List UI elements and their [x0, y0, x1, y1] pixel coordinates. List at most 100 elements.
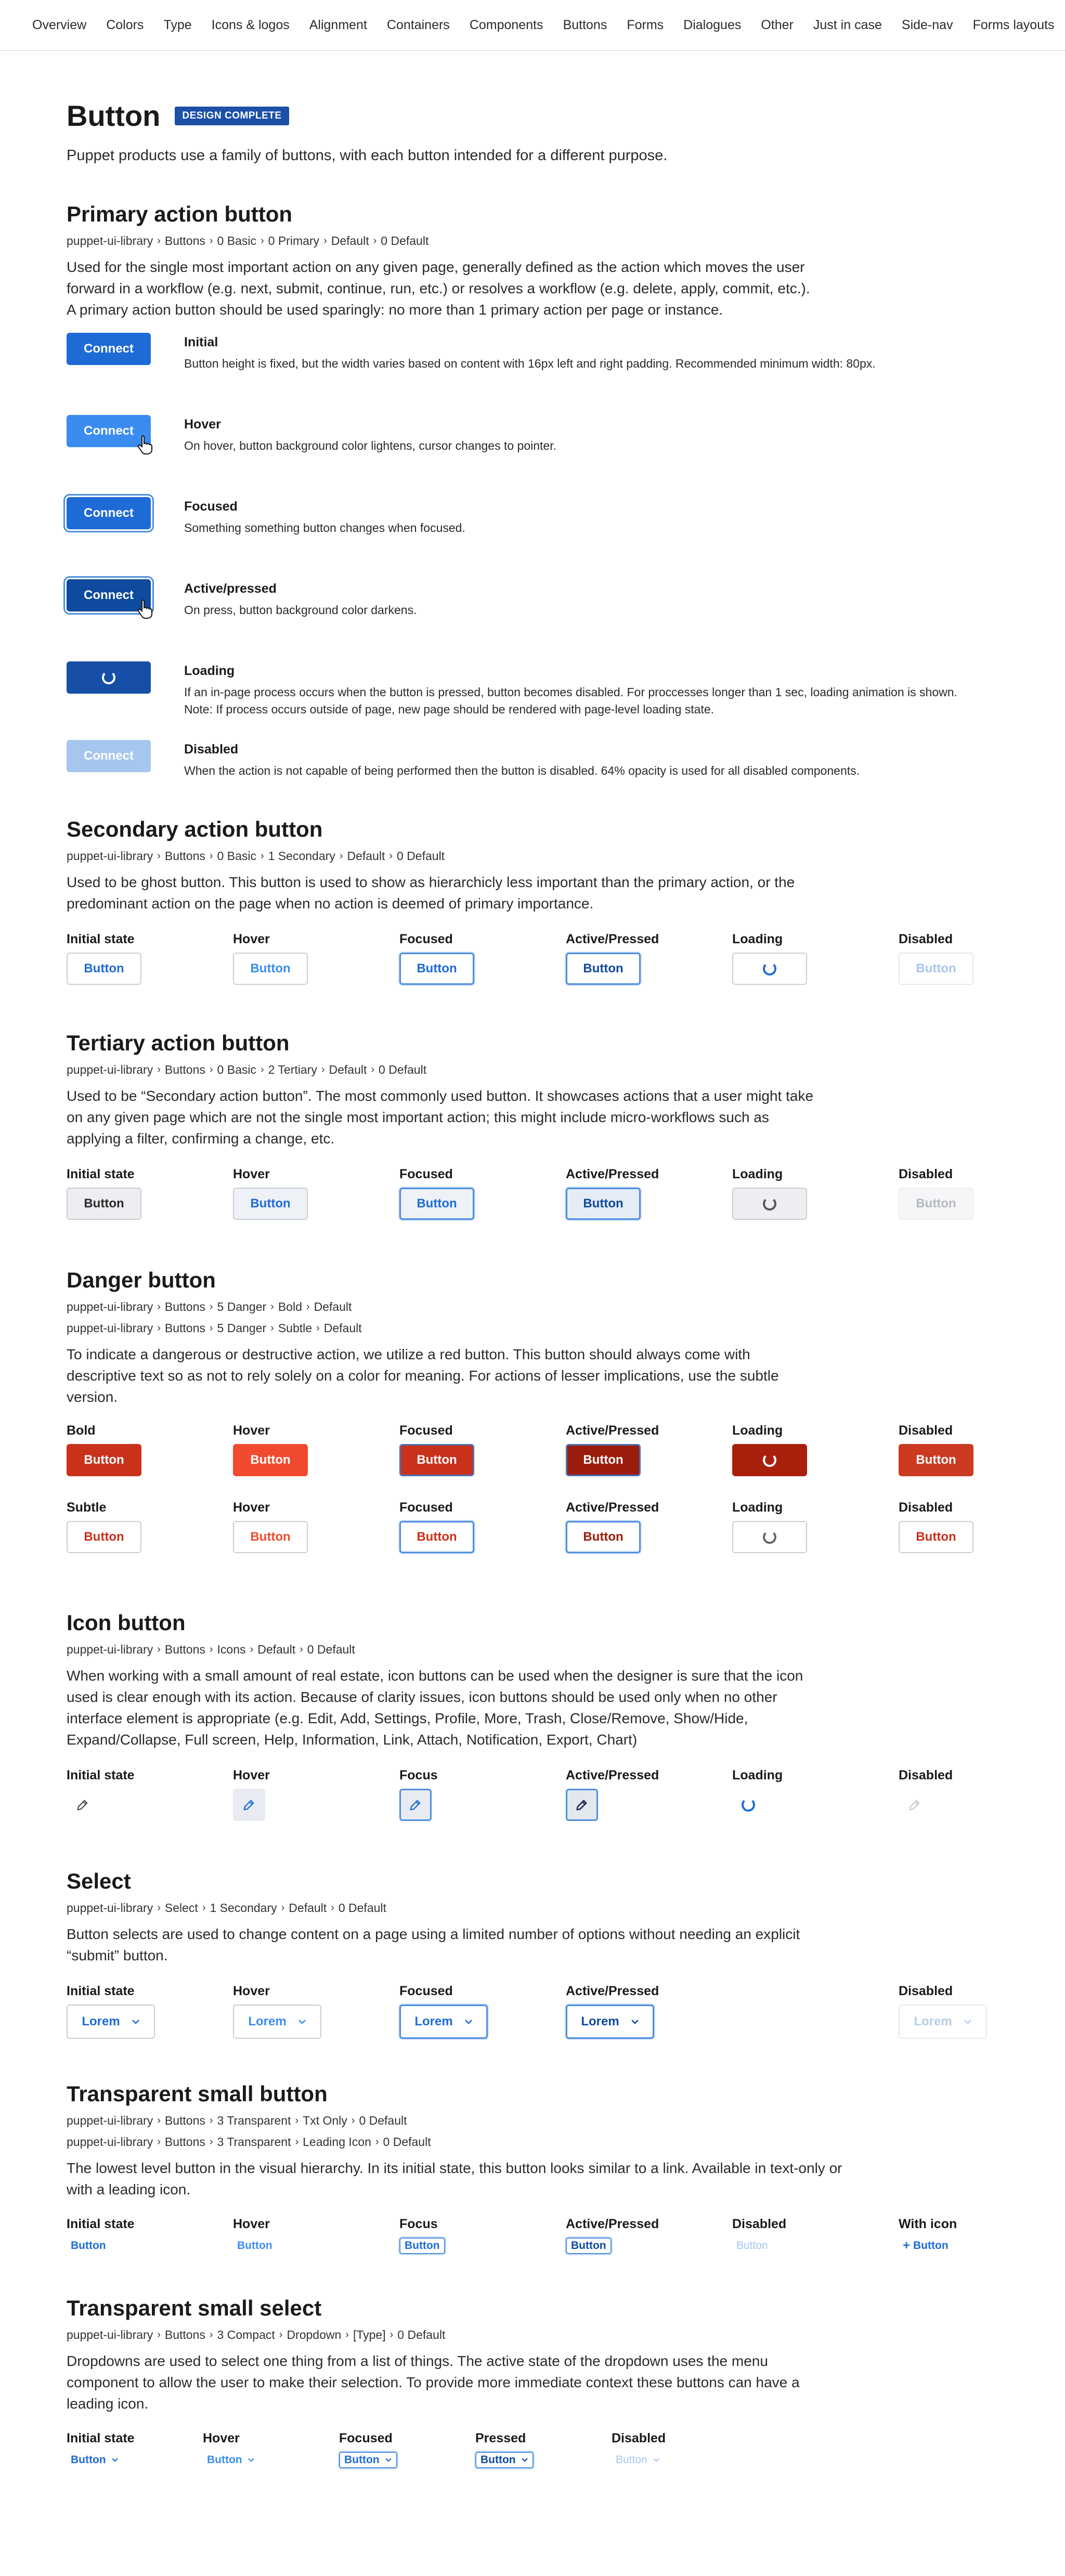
nav-type[interactable]: Type	[163, 17, 192, 32]
chevron-down-icon	[964, 2020, 971, 2024]
nav-icons-logos[interactable]: Icons & logos	[211, 17, 290, 32]
secondary-button-initial[interactable]: Button	[67, 953, 141, 985]
chevron-right-icon: ›	[270, 1322, 274, 1334]
danger-subtle-button-hover[interactable]: Button	[233, 1521, 308, 1553]
chevron-right-icon: ›	[157, 2136, 161, 2148]
transparent-button-with-icon[interactable]: + Button	[899, 2237, 953, 2254]
state-hover: Hover Button	[203, 2431, 339, 2468]
icon-button-initial[interactable]	[67, 1789, 99, 1821]
crumb-part: Buttons	[164, 849, 205, 863]
select-focused[interactable]: Lorem	[399, 2005, 488, 2039]
crumb-part: 5 Danger	[217, 1300, 267, 1313]
crumb-part: 1 Secondary	[268, 849, 335, 863]
crumb-part: Buttons	[164, 1063, 205, 1076]
select-states: Initial state Lorem Hover Lorem Focused …	[67, 1984, 1065, 2039]
crumb-part: Icons	[217, 1643, 246, 1656]
primary-row-loading: Loading If an in-page process occurs whe…	[67, 661, 1065, 718]
spinner-icon	[763, 1453, 776, 1467]
nav-other[interactable]: Other	[761, 17, 794, 32]
state-label: Active/Pressed	[566, 1984, 659, 1998]
nav-components[interactable]: Components	[469, 17, 543, 32]
transparent-select-focused[interactable]: Button	[339, 2452, 397, 2468]
nav-alignment[interactable]: Alignment	[309, 17, 367, 32]
state-active: Active/Pressed Lorem	[566, 1984, 732, 2039]
primary-breadcrumb: puppet-ui-library› Buttons› 0 Basic› 0 P…	[67, 234, 1065, 248]
transparent-button-initial[interactable]: Button	[71, 2240, 106, 2252]
danger-button-bold[interactable]: Button	[67, 1444, 141, 1476]
danger-button-active[interactable]: Button	[566, 1444, 641, 1476]
chevron-down-icon	[111, 2458, 118, 2462]
spinner-icon	[102, 671, 115, 684]
tertiary-button-active[interactable]: Button	[566, 1188, 641, 1220]
state-initial: Initial state Lorem	[67, 1984, 233, 2039]
icon-button-focus[interactable]	[399, 1789, 432, 1821]
top-nav: Overview Colors Type Icons & logos Align…	[0, 0, 1065, 51]
transparent-title: Transparent small button	[67, 2081, 328, 2106]
state-label: Focus	[399, 2217, 438, 2231]
crumb-part: Txt Only	[303, 2114, 347, 2127]
crumb-part: puppet-ui-library	[67, 1300, 153, 1313]
nav-side-nav[interactable]: Side-nav	[901, 17, 953, 32]
connect-button-initial[interactable]: Connect	[67, 333, 151, 365]
nav-buttons[interactable]: Buttons	[563, 17, 607, 32]
tertiary-button-hover[interactable]: Button	[233, 1188, 308, 1220]
transparent-select-hover[interactable]: Button	[203, 2452, 259, 2468]
icon-button-hover[interactable]	[233, 1789, 265, 1821]
chevron-right-icon: ›	[157, 1064, 161, 1075]
transparent-select-pressed[interactable]: Button	[475, 2452, 534, 2468]
state-label: Hover	[233, 932, 270, 946]
state-label: Initial state	[67, 1167, 135, 1181]
danger-subtle-button-disabled: Button	[899, 1521, 973, 1553]
chevron-right-icon: ›	[345, 2329, 349, 2340]
transparent-button-focus[interactable]: Button	[399, 2237, 445, 2254]
nav-forms-layouts[interactable]: Forms layouts	[972, 17, 1055, 32]
danger-button-focused[interactable]: Button	[399, 1444, 474, 1476]
transparent-button-active[interactable]: Button	[566, 2237, 612, 2254]
secondary-button-hover[interactable]: Button	[233, 953, 308, 985]
secondary-button-focused[interactable]: Button	[399, 953, 474, 985]
chevron-down-icon	[464, 2020, 472, 2024]
connect-button-active[interactable]: Connect	[67, 579, 151, 612]
transparent-select-initial[interactable]: Button	[67, 2452, 123, 2468]
crumb-part: Select	[164, 1901, 198, 1915]
tertiary-button-initial[interactable]: Button	[67, 1188, 141, 1220]
crumb-part: 0 Basic	[217, 1063, 256, 1076]
crumb-part: 0 Primary	[268, 234, 320, 248]
nav-forms[interactable]: Forms	[627, 17, 664, 32]
danger-subtle-button[interactable]: Button	[67, 1521, 141, 1553]
tertiary-button-disabled: Button	[899, 1188, 973, 1220]
danger-subtle-button-active[interactable]: Button	[566, 1521, 641, 1553]
connect-button-focused[interactable]: Connect	[67, 497, 151, 529]
danger-button-hover[interactable]: Button	[233, 1444, 308, 1476]
select-breadcrumb: puppet-ui-library› Select› 1 Secondary› …	[67, 1901, 1065, 1915]
state-disabled: Disabled	[899, 1768, 1065, 1821]
secondary-button-active[interactable]: Button	[566, 953, 641, 985]
nav-overview[interactable]: Overview	[32, 17, 87, 32]
nav-just-in-case[interactable]: Just in case	[813, 17, 882, 32]
transparent-description: The lowest level button in the visual hi…	[67, 2160, 842, 2197]
select-hover[interactable]: Lorem	[233, 2005, 321, 2039]
tertiary-button-focused[interactable]: Button	[399, 1188, 474, 1220]
nav-dialogues[interactable]: Dialogues	[683, 17, 742, 32]
connect-button-hover[interactable]: Connect	[67, 415, 151, 447]
crumb-part: 0 Default	[359, 2114, 407, 2127]
chevron-right-icon: ›	[209, 235, 213, 246]
chevron-right-icon: ›	[323, 235, 327, 246]
state-title: Focused	[184, 499, 238, 514]
nav-colors[interactable]: Colors	[106, 17, 144, 32]
select-active[interactable]: Lorem	[566, 2005, 654, 2039]
nav-containers[interactable]: Containers	[386, 17, 450, 32]
select-initial[interactable]: Lorem	[67, 2005, 155, 2039]
active-wrap: Connect	[67, 579, 152, 619]
button-label: Button	[480, 2454, 516, 2466]
chevron-right-icon: ›	[209, 1322, 213, 1334]
transparent-button-hover[interactable]: Button	[237, 2240, 272, 2252]
danger-subtle-button-focused[interactable]: Button	[399, 1521, 474, 1553]
button-label: Button	[344, 2454, 380, 2466]
state-loading: Loading	[732, 1768, 899, 1821]
state-focused: Focused Button	[399, 1167, 566, 1220]
danger-title: Danger button	[67, 1268, 216, 1292]
icon-button-active[interactable]	[566, 1789, 598, 1821]
transparent-breadcrumb-text: puppet-ui-library› Buttons› 3 Transparen…	[67, 2114, 1065, 2128]
state-title: Hover	[184, 417, 221, 432]
